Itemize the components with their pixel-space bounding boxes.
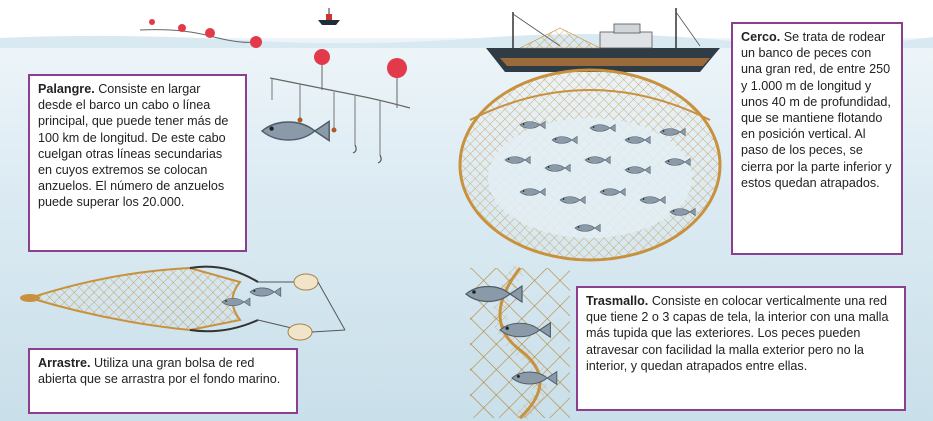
cerco-title: Cerco. — [741, 30, 781, 44]
arrastre-title: Arrastre. — [38, 356, 91, 370]
trawl-net — [20, 265, 346, 341]
palangre-text: Consiste en largar desde el barco un cab… — [38, 82, 229, 210]
palangre-box: Palangre. Consiste en largar desde el ba… — [28, 74, 247, 252]
trammel-net — [465, 263, 570, 421]
arrastre-box: Arrastre. Utiliza una gran bolsa de red … — [28, 348, 298, 414]
purse-seine-boat-icon — [486, 8, 720, 72]
longline-rig — [139, 19, 411, 164]
trasmallo-text: Consiste en colocar verticalmente una re… — [586, 294, 889, 373]
water-surface — [0, 33, 933, 48]
trasmallo-title: Trasmallo. — [586, 294, 649, 308]
cerco-box: Cerco. Se trata de rodear un banco de pe… — [731, 22, 903, 255]
cerco-text: Se trata de rodear un banco de peces con… — [741, 30, 892, 190]
palangre-title: Palangre. — [38, 82, 95, 96]
trasmallo-box: Trasmallo. Consiste en colocar verticalm… — [576, 286, 906, 411]
purse-seine-net — [458, 68, 722, 262]
arrastre-text: Utiliza una gran bolsa de red abierta qu… — [38, 356, 281, 387]
small-boat-icon — [318, 8, 340, 25]
